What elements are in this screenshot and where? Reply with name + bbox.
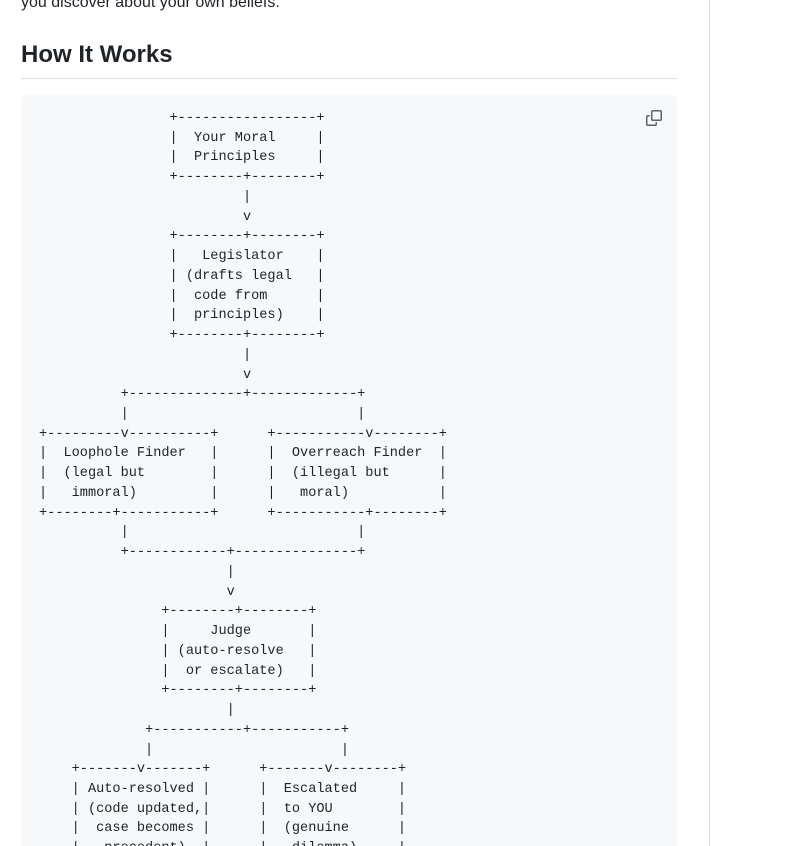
- heading-divider: [21, 78, 677, 79]
- section-heading-how-it-works: How It Works: [21, 41, 173, 68]
- copy-icon: [646, 110, 662, 126]
- intro-paragraph-tail: you discover about your own beliefs.: [21, 0, 280, 11]
- sidebar-divider: [709, 0, 710, 846]
- code-block: +-----------------+ | Your Moral | | Pri…: [21, 95, 677, 846]
- diagram-code: +-----------------+ | Your Moral | | Pri…: [39, 111, 447, 846]
- copy-button[interactable]: [640, 104, 668, 132]
